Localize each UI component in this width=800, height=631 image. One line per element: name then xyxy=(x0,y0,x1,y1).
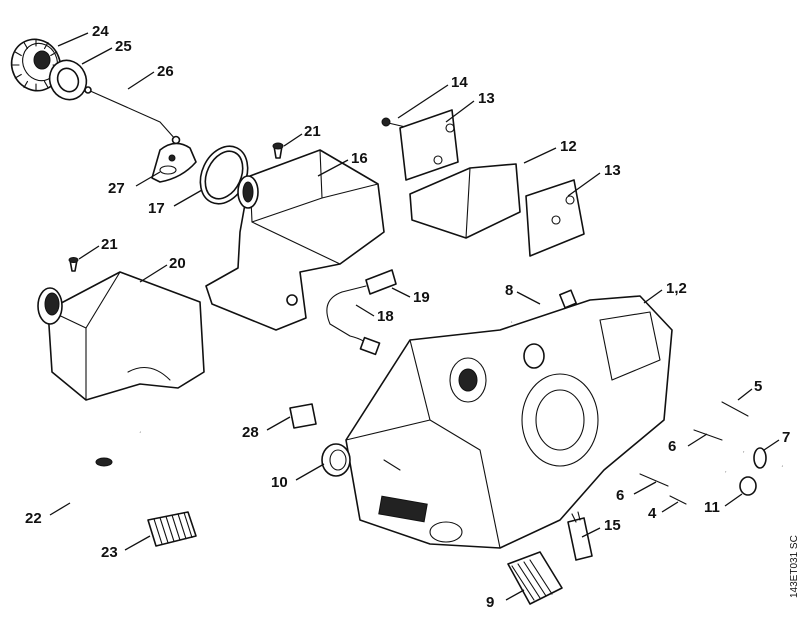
leader-line-19 xyxy=(391,287,411,298)
leader-line-16 xyxy=(317,159,349,177)
part-22-fuel-hose xyxy=(85,427,153,525)
callout-label-11: 11 xyxy=(704,499,720,516)
part-12-shield xyxy=(409,163,521,239)
callout-label-15: 15 xyxy=(604,517,621,534)
leader-line-26 xyxy=(127,71,155,90)
leader-line-21a xyxy=(283,133,303,147)
callout-label-24: 24 xyxy=(92,23,109,40)
part-20-tank xyxy=(37,271,205,401)
part-4-pin xyxy=(669,495,687,505)
callout-label-9: 9 xyxy=(486,594,494,611)
leader-line-5 xyxy=(737,388,753,401)
leader-line-6b xyxy=(633,481,657,495)
callout-label-14: 14 xyxy=(451,74,468,91)
parts-layer xyxy=(10,38,783,605)
callout-label-23: 23 xyxy=(101,544,118,561)
leader-line-22 xyxy=(49,502,71,516)
leader-lines xyxy=(49,32,780,601)
part-9-mount xyxy=(507,551,563,605)
leader-line-1_2 xyxy=(643,289,663,304)
part-17-gasket xyxy=(199,145,249,205)
part-8-bolt xyxy=(511,289,577,324)
callout-label-25: 25 xyxy=(115,38,132,55)
part-11-bolt xyxy=(725,470,757,496)
callout-label-26: 26 xyxy=(157,63,174,80)
leader-line-27 xyxy=(135,171,161,187)
leader-line-15 xyxy=(581,527,601,538)
leader-line-28 xyxy=(266,416,291,431)
callout-label-19: 19 xyxy=(413,289,430,306)
leader-line-25 xyxy=(81,47,113,65)
part-27-clip xyxy=(151,142,197,183)
callout-label-7: 7 xyxy=(782,429,790,446)
callout-label-12: 12 xyxy=(560,138,577,155)
callout-label-13a: 13 xyxy=(478,90,495,107)
callout-label-8: 8 xyxy=(505,282,513,299)
leader-line-23 xyxy=(124,535,151,551)
part-13-plate-b xyxy=(525,179,585,257)
part-26-rod xyxy=(84,86,181,145)
callout-label-1_2: 1,2 xyxy=(666,280,687,297)
part-21-screw-left xyxy=(68,257,79,272)
part-16-housing xyxy=(205,149,385,331)
leader-line-17 xyxy=(173,189,203,207)
callout-label-22: 22 xyxy=(25,510,42,527)
callout-label-6b: 6 xyxy=(616,487,624,504)
callout-label-10: 10 xyxy=(271,474,288,491)
part-15-sleeve xyxy=(567,511,593,561)
part-6-pin-b xyxy=(639,473,669,487)
leader-line-20 xyxy=(139,264,168,283)
part-1-2-crankcase xyxy=(345,295,673,549)
part-6-pin-a xyxy=(693,429,723,441)
callout-label-13b: 13 xyxy=(604,162,621,179)
callout-label-17: 17 xyxy=(148,200,165,217)
leader-line-21b xyxy=(78,245,100,260)
callout-label-5: 5 xyxy=(754,378,762,395)
leader-line-4 xyxy=(661,501,679,513)
callout-label-28: 28 xyxy=(242,424,259,441)
part-23-filter xyxy=(147,511,197,547)
part-7-stud xyxy=(743,447,783,469)
callout-labels: 24 25 26 27 17 21 16 14 13 12 13 21 20 19 18 8 1,2 5 28 6 7 1… xyxy=(25,23,790,611)
part-25-washer xyxy=(48,59,88,101)
callout-label-18: 18 xyxy=(377,308,394,325)
callout-label-21a: 21 xyxy=(304,123,321,140)
leader-line-8 xyxy=(516,291,541,305)
leader-line-7 xyxy=(763,439,780,451)
callout-label-16: 16 xyxy=(351,150,368,167)
leader-line-13b xyxy=(567,172,601,197)
leader-line-11 xyxy=(724,493,743,507)
part-21-screw-top xyxy=(272,142,284,159)
reference-code: 143ET031 SC xyxy=(789,535,800,598)
callout-label-21b: 21 xyxy=(101,236,118,253)
callout-label-4: 4 xyxy=(648,505,657,522)
part-5-pin xyxy=(721,401,749,417)
leader-line-10 xyxy=(295,463,325,481)
part-10-bushing xyxy=(321,443,351,477)
leader-line-6a xyxy=(687,433,708,447)
leader-line-14 xyxy=(397,84,449,119)
part-19-fitting xyxy=(341,269,397,295)
leader-line-18 xyxy=(355,304,375,317)
callout-label-6a: 6 xyxy=(668,438,676,455)
leader-line-12 xyxy=(523,147,557,164)
part-13-plate-a xyxy=(399,109,459,181)
callout-label-27: 27 xyxy=(108,180,125,197)
part-28-block xyxy=(289,403,317,429)
leader-line-9 xyxy=(505,589,525,601)
callout-label-20: 20 xyxy=(169,255,186,272)
part-18-hose xyxy=(326,291,381,356)
leader-line-13a xyxy=(445,100,475,123)
leader-line-24 xyxy=(57,32,89,47)
